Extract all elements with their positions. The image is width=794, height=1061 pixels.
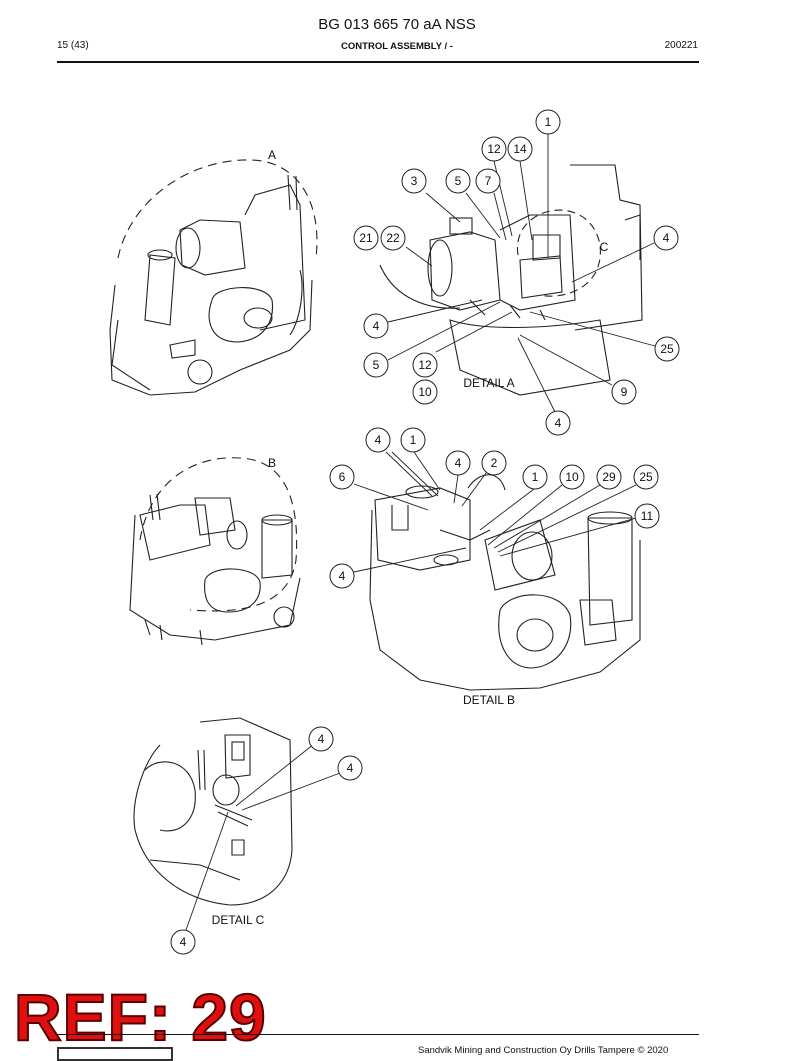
- callout: 4: [365, 427, 391, 453]
- callout: 1: [522, 464, 548, 490]
- svg-text:1: 1: [410, 433, 417, 447]
- callout: 4: [337, 755, 363, 781]
- callout: 25: [633, 464, 659, 490]
- callout: 12: [481, 136, 507, 162]
- svg-text:4: 4: [347, 761, 354, 775]
- callout: 6: [329, 464, 355, 490]
- document-code: 200221: [664, 40, 698, 51]
- svg-text:12: 12: [487, 142, 501, 156]
- svg-text:4: 4: [339, 569, 346, 583]
- callout: 4: [170, 929, 196, 955]
- svg-text:10: 10: [418, 385, 432, 399]
- detail-a-drawing: [379, 164, 643, 396]
- svg-text:4: 4: [555, 416, 562, 430]
- callout: 29: [596, 464, 622, 490]
- detail-c-leaders: [185, 743, 341, 931]
- overview-a-drawing: [109, 159, 318, 396]
- svg-text:11: 11: [641, 509, 654, 523]
- svg-text:9: 9: [621, 385, 628, 399]
- callout: 4: [308, 726, 334, 752]
- callout: 4: [545, 410, 571, 436]
- callout: 2: [481, 450, 507, 476]
- detail-b-leaders: [353, 451, 637, 573]
- footer-rule: [57, 1034, 699, 1035]
- callout: 5: [445, 168, 471, 194]
- view-label-a: A: [268, 148, 276, 162]
- svg-text:5: 5: [373, 358, 380, 372]
- callout: 7: [475, 168, 501, 194]
- detail-b-label: DETAIL B: [463, 693, 515, 707]
- svg-text:25: 25: [639, 470, 653, 484]
- callout: 4: [329, 563, 355, 589]
- section-title: CONTROL ASSEMBLY / -: [341, 41, 453, 52]
- detail-a-leaders: [387, 134, 656, 413]
- detail-c-label: DETAIL C: [212, 913, 265, 927]
- callout: 4: [653, 225, 679, 251]
- svg-text:1: 1: [532, 470, 539, 484]
- callout: 1: [535, 109, 561, 135]
- callout: 1: [400, 427, 426, 453]
- callout: 22: [380, 225, 406, 251]
- callout: 11: [634, 503, 660, 529]
- callout: 4: [445, 450, 471, 476]
- svg-text:14: 14: [513, 142, 527, 156]
- svg-text:21: 21: [359, 231, 373, 245]
- callout: 10: [412, 379, 438, 405]
- callout: 14: [507, 136, 533, 162]
- svg-text:22: 22: [386, 231, 400, 245]
- svg-text:25: 25: [660, 342, 674, 356]
- svg-text:5: 5: [455, 174, 462, 188]
- svg-text:2: 2: [491, 456, 498, 470]
- callout: 3: [401, 168, 427, 194]
- company-logo: [57, 1047, 173, 1061]
- svg-text:4: 4: [375, 433, 382, 447]
- detail-c-drawing: [133, 717, 293, 906]
- header-rule: [57, 61, 699, 63]
- callout: 12: [412, 352, 438, 378]
- view-label-b: B: [268, 456, 276, 470]
- callout: 25: [654, 336, 680, 362]
- svg-text:4: 4: [663, 231, 670, 245]
- detail-b-drawing: [369, 474, 641, 691]
- svg-text:10: 10: [565, 470, 579, 484]
- callout: 9: [611, 379, 637, 405]
- callout: 10: [559, 464, 585, 490]
- svg-text:4: 4: [373, 319, 380, 333]
- svg-text:12: 12: [418, 358, 432, 372]
- svg-text:29: 29: [602, 470, 616, 484]
- svg-text:7: 7: [485, 174, 492, 188]
- detail-a-label: DETAIL A: [463, 376, 514, 390]
- callout: 4: [363, 313, 389, 339]
- document-title: BG 013 665 70 aA NSS: [318, 16, 476, 33]
- view-label-c: C: [600, 240, 609, 254]
- svg-text:3: 3: [411, 174, 418, 188]
- overview-b-drawing: [129, 457, 301, 646]
- callouts: 1 12 14 3 5 7 21 22 4 4 25 5 12 10 9 4 4…: [170, 109, 680, 955]
- page-number: 15 (43): [57, 40, 89, 51]
- ref-stamp: REF: 29: [13, 980, 267, 1054]
- footer-copyright: Sandvik Mining and Construction Oy Drill…: [418, 1045, 669, 1056]
- svg-text:4: 4: [180, 935, 187, 949]
- svg-text:4: 4: [455, 456, 462, 470]
- callout: 21: [353, 225, 379, 251]
- svg-text:1: 1: [545, 115, 552, 129]
- svg-text:4: 4: [318, 732, 325, 746]
- callout: 5: [363, 352, 389, 378]
- svg-text:6: 6: [339, 470, 346, 484]
